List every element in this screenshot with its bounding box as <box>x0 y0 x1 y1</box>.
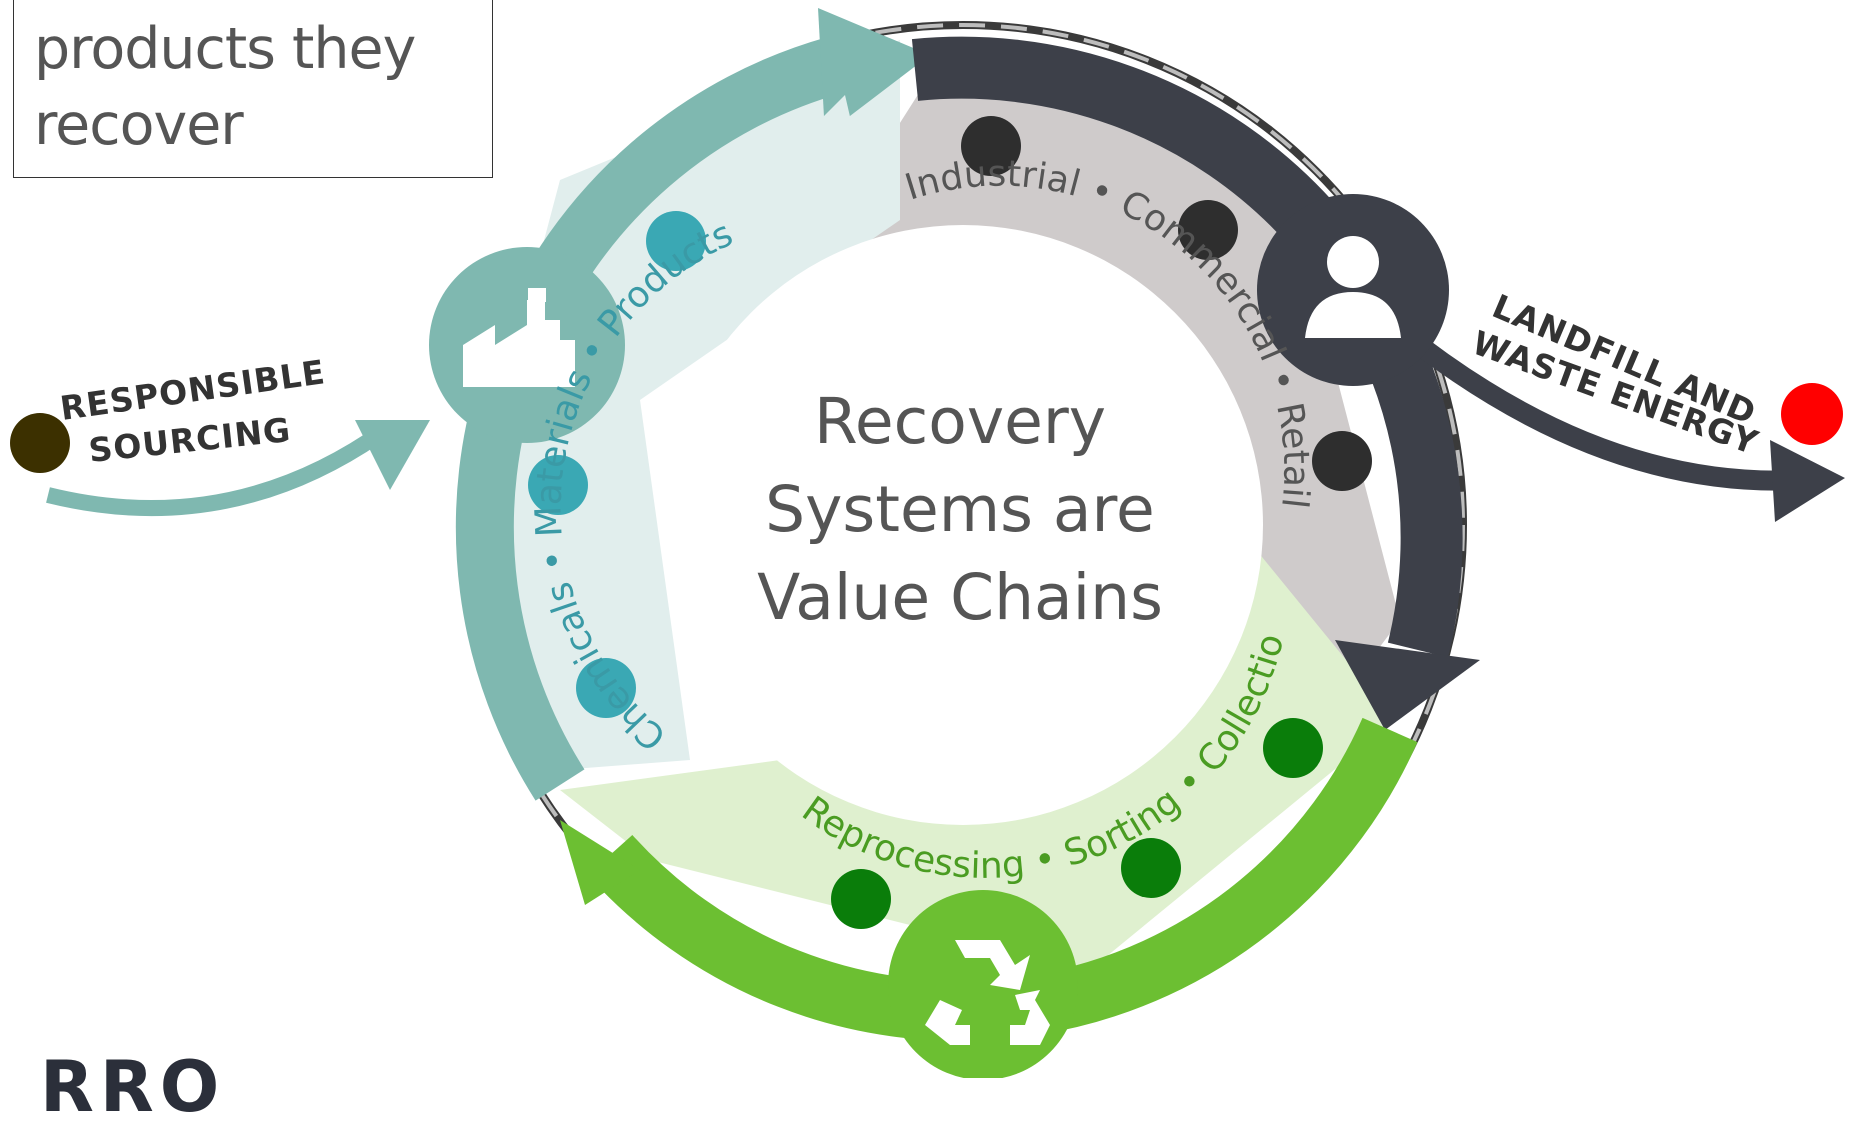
manufacturing-inner-arrowhead <box>800 95 860 160</box>
inflow-arrowhead <box>355 420 430 490</box>
manufacturing-dot <box>528 455 588 515</box>
recycle-icon <box>888 890 1078 1078</box>
manufacturing-dot <box>576 658 636 718</box>
center-title-line: Recovery <box>813 385 1107 458</box>
consumption-arrowhead <box>1335 640 1480 730</box>
center-title-line: Value Chains <box>757 561 1163 634</box>
recovery-arrowhead <box>560 820 640 905</box>
callout-box: products they recover <box>13 0 493 178</box>
outflow-arrowhead <box>1770 440 1845 522</box>
landfill-dot <box>1781 383 1843 445</box>
outflow-label: LANDFILL AND WASTE ENERGY <box>1467 286 1763 462</box>
center-title-line: Systems are <box>765 473 1155 546</box>
recovery-dot <box>1121 838 1181 898</box>
callout-line: recover <box>34 92 244 158</box>
center-disc <box>663 225 1263 825</box>
recovery-dot <box>1263 718 1323 778</box>
inflow-arrow <box>46 423 390 517</box>
manufacturing-dot <box>646 211 706 271</box>
recovery-dot <box>831 869 891 929</box>
factory-icon <box>429 247 625 443</box>
inflow-label: RESPONSIBLE SOURCING <box>58 352 328 470</box>
consumption-dot <box>961 116 1021 176</box>
source-dot <box>10 413 70 473</box>
outflow-arrow <box>1393 322 1801 491</box>
person-icon <box>1257 194 1449 386</box>
callout-line: products they <box>34 16 416 82</box>
consumption-dot <box>1312 431 1372 491</box>
center-title: Recovery Systems are Value Chains <box>710 378 1210 642</box>
consumption-dot <box>1178 200 1238 260</box>
logo-fragment: RRO <box>40 1046 226 1128</box>
callout-text: products they recover <box>34 11 416 163</box>
